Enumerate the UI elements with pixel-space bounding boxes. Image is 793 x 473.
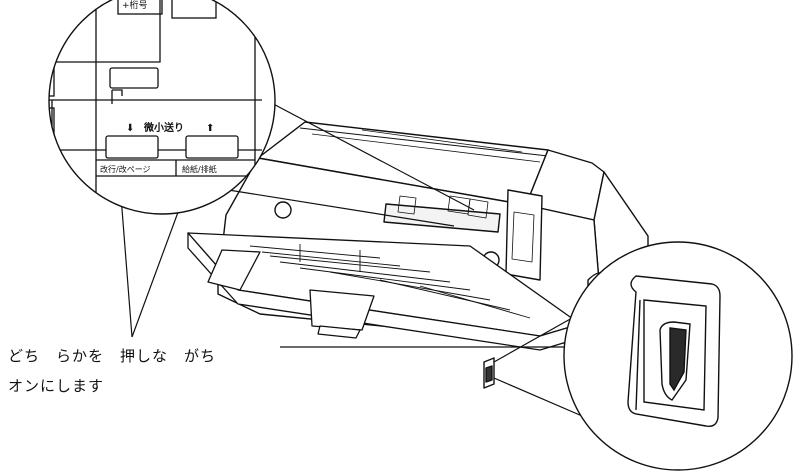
zoom-power-switch — [563, 241, 793, 471]
micro-feed-label: 微小送り — [143, 121, 184, 134]
down-arrow-icon: ⬇ — [126, 123, 134, 134]
instruction-line-1: どち らかを 押しな がち — [8, 347, 217, 365]
paper-tray — [187, 232, 581, 351]
up-arrow-icon: ⬆ — [206, 123, 214, 134]
top-partial-label: +桁号 — [122, 0, 148, 11]
instruction-line-2: オンにします — [8, 377, 105, 395]
linefeed-button-label: 改行/改ページ — [100, 164, 151, 174]
zoom-panel-detail: +桁号 微小送り ⬇ ⬆ 改行/改ページ 給紙/排紙 — [48, 0, 276, 215]
loadeject-button-label: 給紙/排紙 — [182, 164, 217, 174]
